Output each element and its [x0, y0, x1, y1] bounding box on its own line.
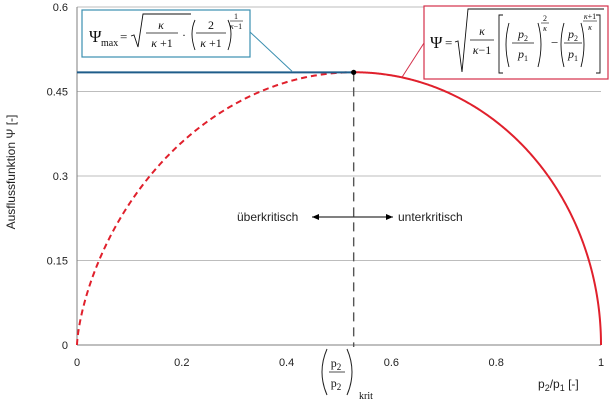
- axes: [76, 7, 601, 346]
- svg-text:κ−1: κ−1: [473, 43, 492, 57]
- x-tick-label: 1: [598, 357, 604, 369]
- annotation-subcritical: unterkritisch: [398, 210, 463, 224]
- svg-text:p1: p1: [517, 47, 528, 63]
- y-tick-label: 0.15: [47, 256, 68, 268]
- formula-psi: Ψ = κ κ−1 p2 p1 2 κ − p2 p1 κ+1 κ: [423, 5, 609, 80]
- svg-text:krit: krit: [359, 391, 373, 402]
- callout-line-max: [249, 31, 293, 72]
- y-tick-labels: 0 0.15 0.3 0.45 0.6: [47, 2, 68, 352]
- svg-text:max: max: [101, 38, 118, 49]
- svg-text:·: ·: [182, 28, 186, 42]
- svg-text:κ: κ: [479, 24, 485, 38]
- svg-text:κ+1: κ+1: [584, 12, 596, 21]
- x-tick-label: 0.6: [384, 357, 399, 369]
- svg-text:p2: p2: [517, 27, 528, 43]
- svg-text:p2: p2: [331, 376, 342, 392]
- x-tick-label: 0.2: [174, 357, 189, 369]
- x-tick-label: 0: [74, 357, 80, 369]
- callout-line-psi: [401, 42, 425, 78]
- annotation-supercritical: überkritisch: [237, 210, 298, 224]
- critical-point: [351, 69, 357, 75]
- svg-text:κ−1: κ−1: [230, 22, 242, 31]
- x-tick-label: 0.8: [489, 357, 504, 369]
- curves: [76, 31, 602, 347]
- svg-text:2: 2: [543, 14, 547, 23]
- svg-text:Ψ: Ψ: [430, 33, 443, 52]
- svg-text:2: 2: [208, 18, 214, 32]
- x-axis-label: p2/p1 [-]: [538, 377, 579, 393]
- svg-text:−: −: [551, 35, 558, 50]
- x-tick-labels: 0 0.2 0.4 0.6 0.8 1: [74, 357, 604, 369]
- formula-psi-max: Ψ max = κ κ +1 · 2 κ +1 1 κ−1: [81, 9, 251, 58]
- y-axis-label: Ausflussfunktion Ψ [-]: [4, 115, 18, 230]
- y-tick-label: 0.6: [53, 2, 68, 14]
- x-tick-label: 0.4: [279, 357, 294, 369]
- svg-text:=: =: [120, 29, 127, 44]
- svg-text:Ψ: Ψ: [89, 27, 102, 46]
- svg-text:κ: κ: [158, 18, 164, 32]
- svg-text:1: 1: [234, 12, 238, 21]
- svg-text:κ: κ: [543, 24, 547, 33]
- y-tick-label: 0: [62, 340, 68, 352]
- curve-supercritical: [76, 71, 354, 346]
- svg-text:κ +1: κ +1: [151, 36, 173, 50]
- y-tick-label: 0.3: [53, 171, 68, 183]
- svg-text:p2: p2: [331, 356, 342, 372]
- svg-text:=: =: [445, 35, 452, 50]
- svg-text:κ +1: κ +1: [200, 36, 222, 50]
- svg-text:p1: p1: [567, 47, 578, 63]
- y-tick-label: 0.45: [47, 87, 68, 99]
- critical-ratio-label: p2 p2 krit: [321, 348, 373, 402]
- curve-subcritical: [353, 71, 602, 346]
- svg-text:κ: κ: [588, 23, 592, 32]
- svg-text:p2: p2: [567, 27, 578, 43]
